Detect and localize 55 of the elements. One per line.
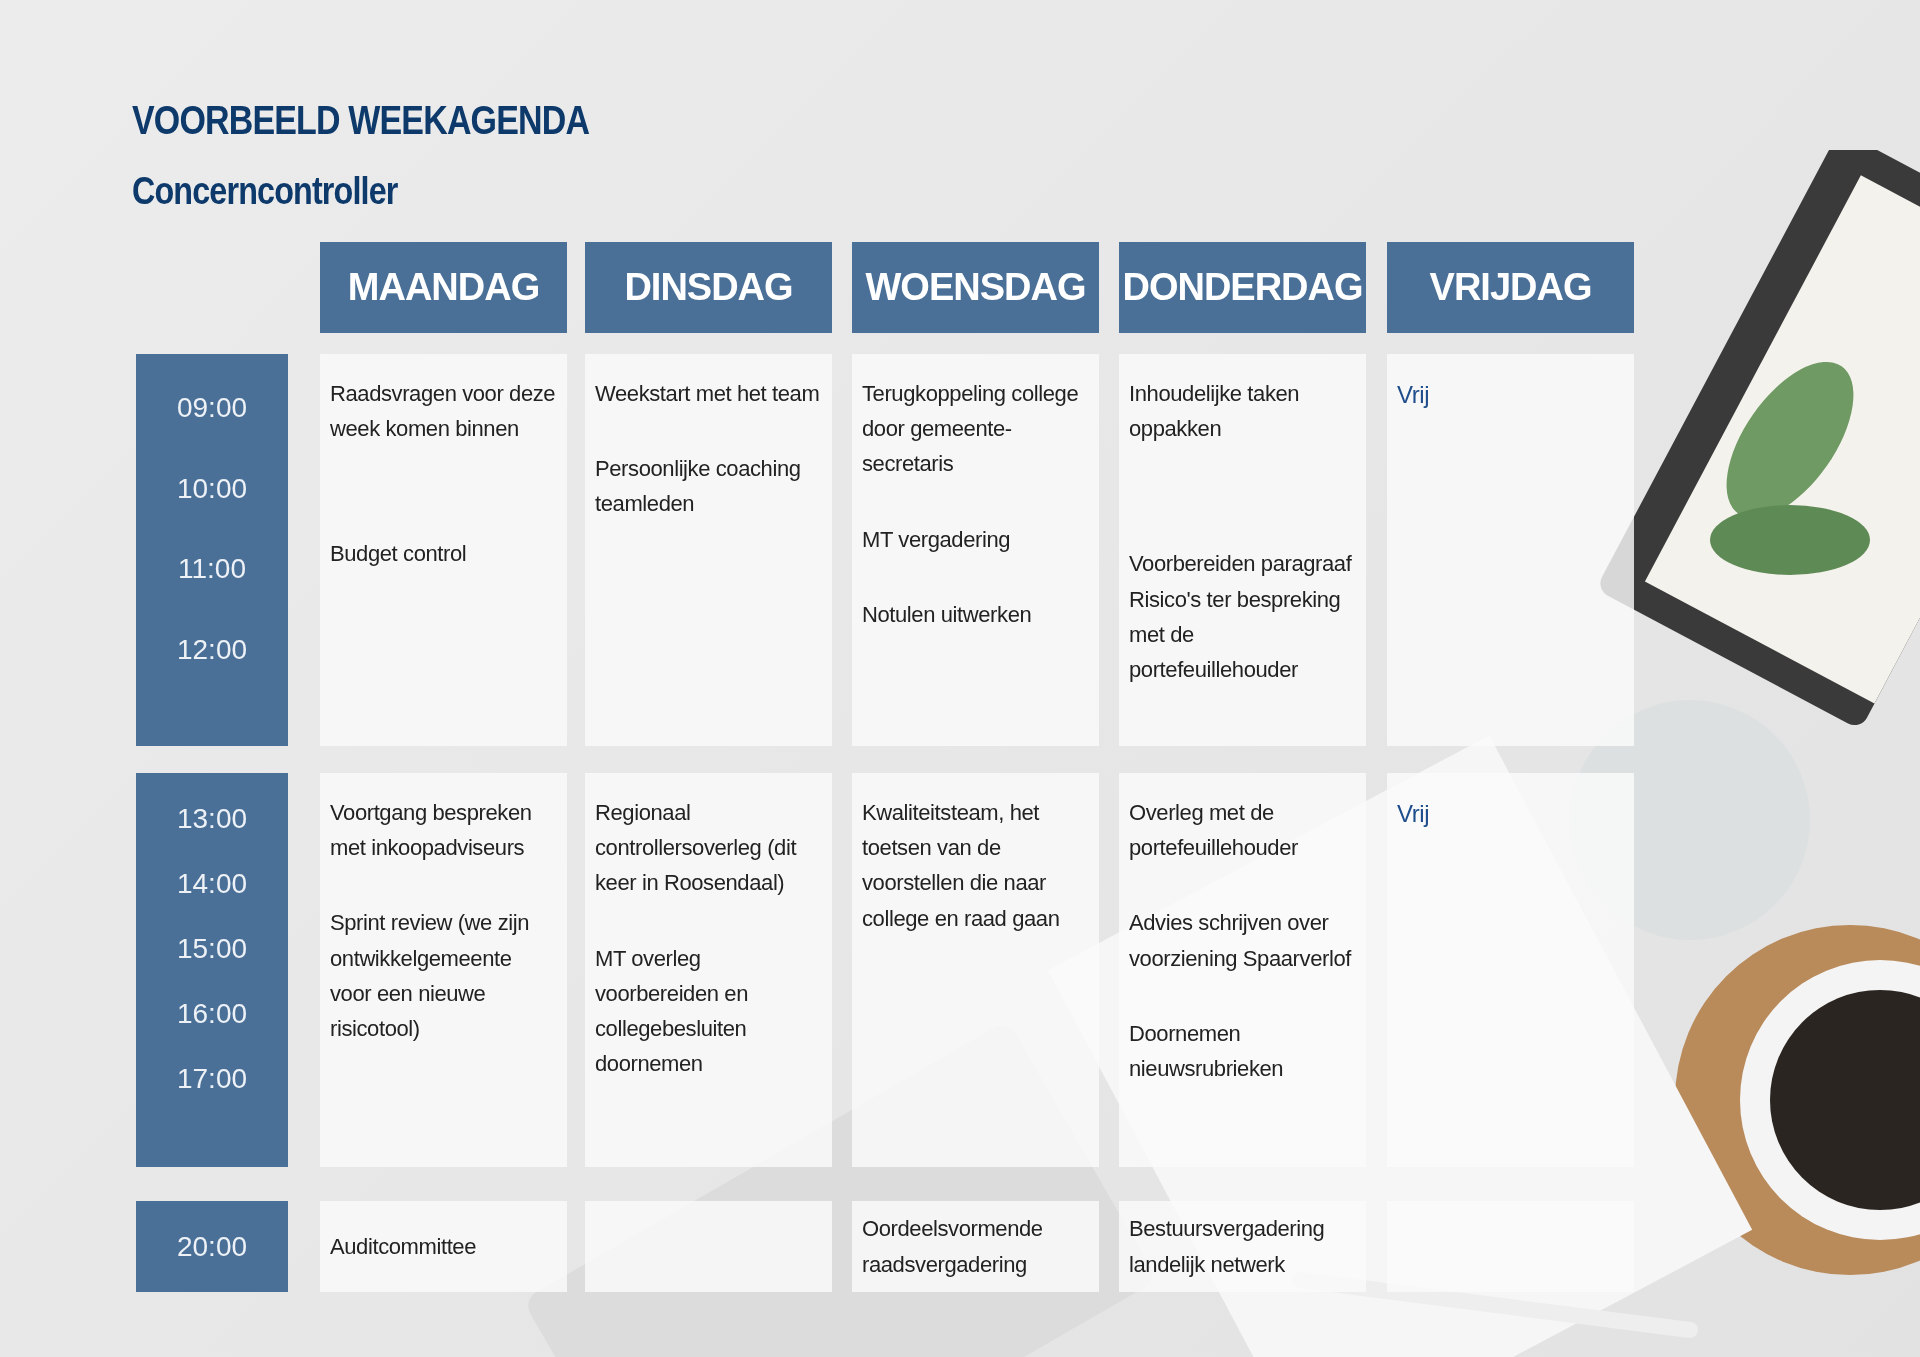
agenda-item: Overleg met de portefeuillehouder [1129, 799, 1299, 863]
free-note: Vrij [1397, 380, 1431, 410]
day-name: DINSDAG [624, 266, 793, 309]
agenda-item: Auditcommittee [330, 1232, 477, 1261]
day-header [852, 242, 1099, 333]
time-label: 12:00 [176, 633, 248, 666]
time-label: 20:00 [176, 1230, 248, 1263]
time-label: 10:00 [176, 472, 248, 505]
time-label: 15:00 [176, 933, 248, 965]
time-label: 14:00 [176, 868, 248, 901]
day-name: DONDERDAG [1122, 266, 1363, 309]
agenda-item: Persoonlijke coaching teamleden [595, 455, 802, 519]
page-title: VOORBEELD WEEKAGENDA [132, 98, 590, 143]
agenda-item: MT vergadering [862, 525, 1012, 554]
agenda-cell [1119, 1201, 1366, 1292]
day-name: MAANDAG [347, 266, 540, 309]
agenda-item: Notulen uitwerken [862, 600, 1033, 629]
agenda-item: Voorbereiden paragraaf Risico's ter bespreking met de portefeuillehouder [1129, 550, 1353, 684]
agenda-item: Bestuursvergadering landelijk netwerk [1129, 1215, 1326, 1279]
page-subtitle: Concerncontroller [132, 170, 398, 213]
time-column [136, 773, 288, 1167]
agenda-item: MT overleg voorbereiden en collegebesluiten doornemen [595, 944, 749, 1079]
agenda-item: Regionaal controllersoverleg (dit keer in Roosendaal) [595, 799, 798, 898]
agenda-item: Terugkoppeling college door gemeente-secretaris [862, 380, 1080, 479]
day-header [585, 242, 832, 333]
day-name: WOENSDAG [865, 266, 1086, 309]
agenda-item: Sprint review (we zijn ontwikkelgemeente voor een nieuwe risicotool) [330, 909, 531, 1043]
agenda-item: Raadsvragen voor deze week komen binnen [330, 380, 557, 444]
agenda-item: Weekstart met het team [595, 380, 821, 408]
agenda-item: Budget control [330, 540, 468, 569]
agenda-cell [852, 773, 1099, 1167]
day-header [320, 242, 567, 333]
time-label: 17:00 [176, 1062, 248, 1095]
time-column [136, 1201, 288, 1292]
agenda-item: Voortgang bespreken met inkoopadviseurs [330, 799, 533, 863]
agenda-cell [320, 1201, 567, 1292]
time-label: 09:00 [176, 392, 248, 425]
day-header [1387, 242, 1634, 333]
agenda-item: Doornemen nieuwsrubrieken [1129, 1019, 1285, 1083]
day-name: VRIJDAG [1429, 266, 1592, 309]
free-note: Vrij [1397, 799, 1431, 829]
agenda-cell [1387, 354, 1634, 746]
agenda-cell [585, 773, 832, 1167]
agenda-item: Kwaliteitsteam, het toetsen van de voorstellen die naar college en raad gaan [862, 799, 1061, 933]
day-header [1119, 242, 1366, 333]
time-label: 16:00 [176, 997, 248, 1030]
time-label: 13:00 [176, 803, 248, 836]
agenda-item: Oordeelsvormende raadsvergadering [862, 1215, 1044, 1279]
agenda-item: Inhoudelijke taken oppakken [1129, 380, 1301, 444]
time-column [136, 354, 288, 746]
agenda-cell [852, 1201, 1099, 1292]
time-label: 11:00 [178, 553, 246, 586]
agenda-item: Advies schrijven over voorziening Spaarverlof [1129, 909, 1353, 973]
empty-cell [585, 1201, 832, 1292]
agenda-cell [1387, 773, 1634, 1167]
